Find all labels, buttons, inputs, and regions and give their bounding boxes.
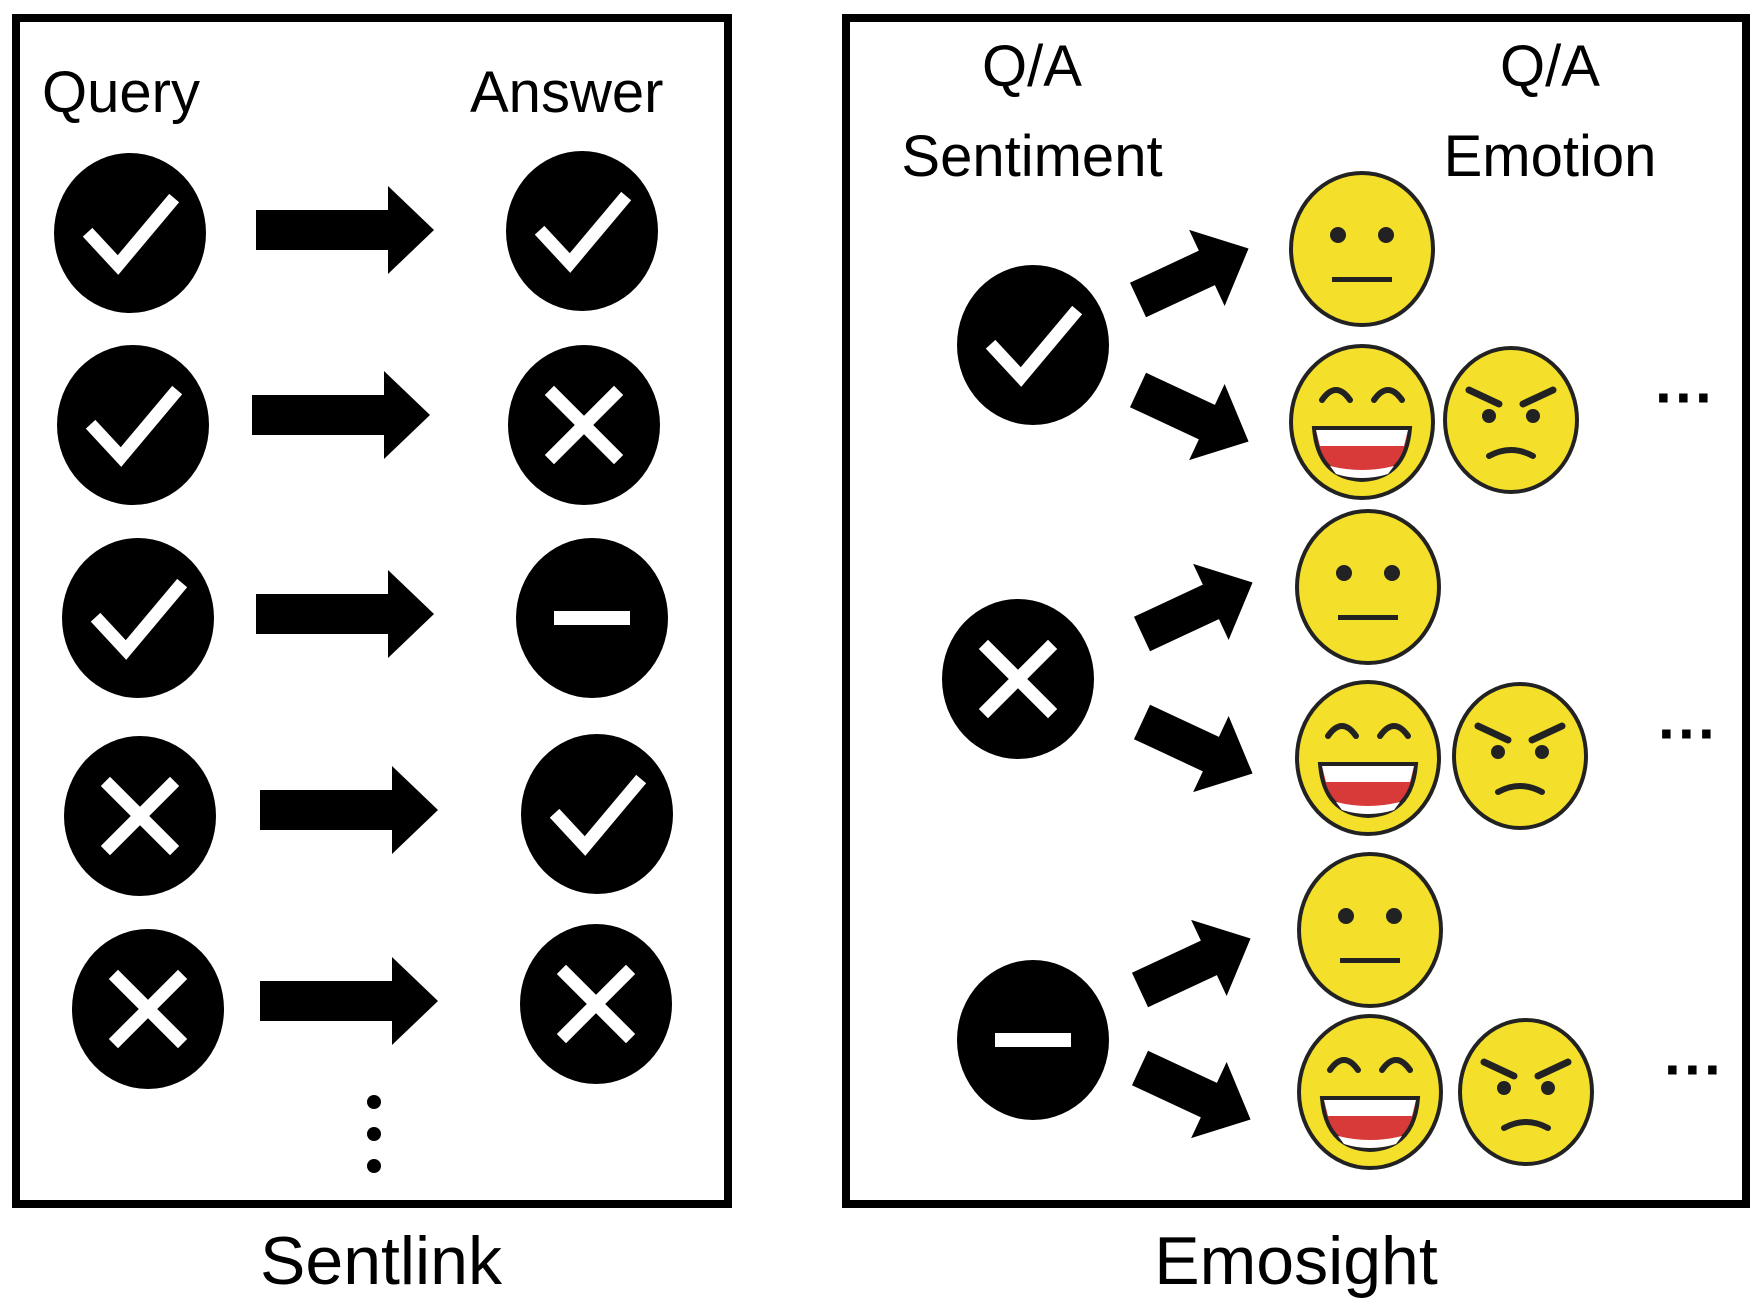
more-ellipsis: ··· xyxy=(1664,1036,1724,1103)
arrow-right-icon xyxy=(256,570,434,658)
sentlink-caption: Sentlink xyxy=(260,1223,503,1299)
grinning-face-icon xyxy=(1299,1016,1441,1168)
arrow-right-icon xyxy=(260,766,438,854)
sentlink-panel: Query Answer xyxy=(12,14,732,1208)
angry-face-icon xyxy=(1460,1020,1592,1164)
sentlink-row xyxy=(72,924,672,1089)
arrow-down-right-icon xyxy=(1122,1029,1269,1158)
emosight-group: ··· xyxy=(957,852,1724,1168)
angry-face-icon xyxy=(1445,348,1577,492)
more-ellipsis: ··· xyxy=(1658,700,1718,767)
emosight-header-right-line1: Q/A xyxy=(1500,34,1600,99)
answer-positive-icon xyxy=(506,151,658,311)
arrow-down-right-icon xyxy=(1120,351,1267,480)
arrow-down-right-icon xyxy=(1124,683,1271,812)
neutral-face-icon xyxy=(1295,509,1441,665)
angry-face-icon xyxy=(1454,684,1586,828)
emosight-header-left-line2: Sentiment xyxy=(901,124,1162,189)
emosight-group: ··· xyxy=(957,171,1715,498)
emosight-panel: Q/A Sentiment Q/A Emotion ··· ··· xyxy=(842,14,1750,1208)
grinning-face-icon xyxy=(1297,682,1439,834)
sentlink-row xyxy=(64,734,673,896)
arrow-right-icon xyxy=(260,957,438,1045)
neutral-face-icon xyxy=(1297,852,1443,1008)
arrow-up-right-icon xyxy=(1124,544,1271,673)
sentlink-header-answer: Answer xyxy=(470,60,663,125)
emosight-caption: Emosight xyxy=(1154,1223,1438,1299)
query-negative-icon xyxy=(64,736,216,896)
sentlink-row xyxy=(57,345,660,505)
query-positive-icon xyxy=(54,153,206,313)
emosight-header-left-line1: Q/A xyxy=(982,34,1082,99)
answer-neutral-icon xyxy=(516,538,668,698)
arrow-up-right-icon xyxy=(1120,210,1267,339)
grinning-face-icon xyxy=(1291,346,1433,498)
sentlink-row xyxy=(54,151,658,313)
arrow-right-icon xyxy=(256,186,434,274)
sentlink-row xyxy=(62,538,668,698)
answer-negative-icon xyxy=(508,345,660,505)
query-positive-icon xyxy=(57,345,209,505)
answer-negative-icon xyxy=(520,924,672,1084)
arrow-right-icon xyxy=(252,371,430,459)
emosight-header-right-line2: Emotion xyxy=(1444,124,1657,189)
query-positive-icon xyxy=(62,538,214,698)
emosight-frame xyxy=(842,14,1750,1208)
arrow-up-right-icon xyxy=(1122,900,1269,1029)
more-ellipsis: ··· xyxy=(1655,364,1715,431)
answer-positive-icon xyxy=(521,734,673,894)
sentlink-frame xyxy=(12,14,732,1208)
sentiment-negative-icon xyxy=(942,599,1094,759)
sentiment-neutral-icon xyxy=(957,960,1109,1120)
sentiment-positive-icon xyxy=(957,265,1109,425)
query-negative-icon xyxy=(72,929,224,1089)
sentlink-header-query: Query xyxy=(42,60,200,125)
neutral-face-icon xyxy=(1289,171,1435,327)
emosight-group: ··· xyxy=(942,509,1718,834)
vertical-ellipsis-icon xyxy=(367,1095,381,1173)
